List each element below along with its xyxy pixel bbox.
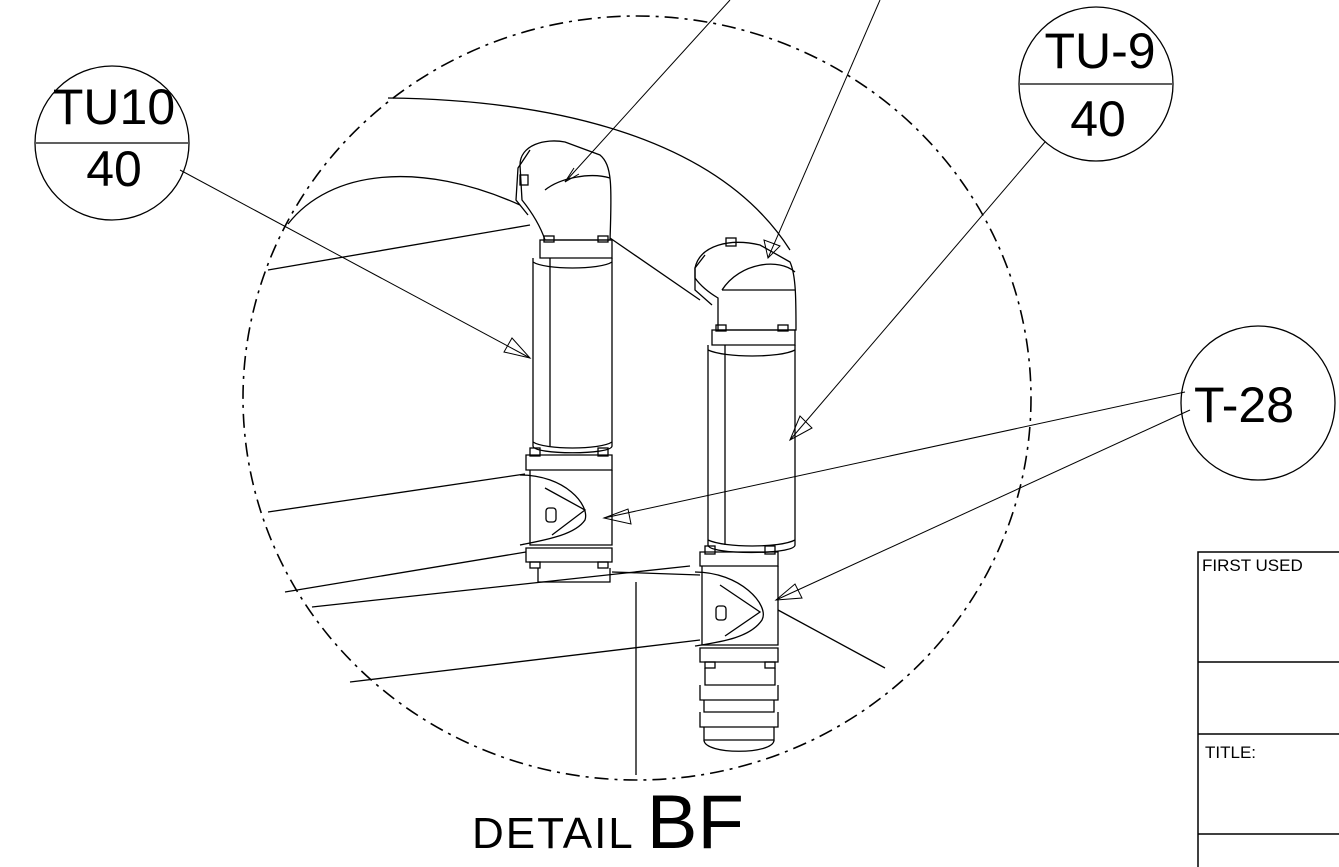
- first-used-label: FIRST USED: [1202, 556, 1303, 575]
- left-tee-fitting: [519, 447, 613, 569]
- detail-prefix: DETAIL: [472, 809, 635, 858]
- balloon-tu9-top: TU-9: [1044, 23, 1155, 79]
- title-block: FIRST USED TITLE:: [1197, 551, 1339, 867]
- balloon-tu9-bottom: 40: [1070, 91, 1126, 147]
- barb-adapter: [699, 668, 779, 752]
- balloon-tu10-top: TU10: [53, 79, 175, 135]
- upper-pipe-run: [267, 97, 791, 301]
- detail-letter: BF: [647, 780, 744, 865]
- balloon-tu10: TU10 40: [34, 65, 190, 221]
- balloon-t28-label: T-28: [1194, 377, 1294, 433]
- right-elbow-fitting: [694, 237, 797, 331]
- leader-lines: [179, 0, 1191, 601]
- support-structure: [537, 568, 701, 775]
- title-label: TITLE:: [1205, 743, 1256, 762]
- balloon-tu10-bottom: 40: [86, 141, 142, 197]
- right-riser-pipe: [707, 324, 796, 554]
- balloon-t28: T-28: [1180, 325, 1336, 481]
- right-horizontal-pipe: [349, 639, 701, 683]
- left-horizontal-pipe: [267, 473, 691, 608]
- detail-boundary-circle: [242, 15, 1032, 781]
- left-elbow-fitting: [515, 140, 612, 241]
- right-tee-fitting: [694, 545, 886, 669]
- balloon-tu9: TU-9 40: [1018, 6, 1174, 162]
- left-riser-pipe: [532, 235, 613, 454]
